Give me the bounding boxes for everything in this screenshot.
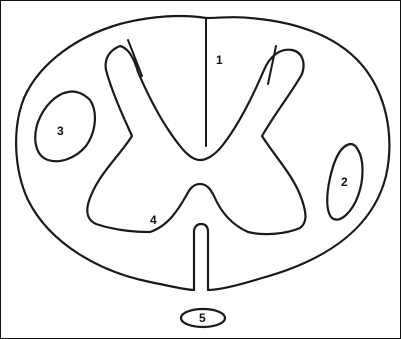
label-4: 4 [150, 213, 157, 227]
outer-boundary [16, 16, 389, 290]
label-1: 1 [216, 53, 223, 67]
dorsal-root-line-left [128, 40, 142, 76]
gray-matter [87, 46, 305, 234]
label-5: 5 [199, 311, 206, 325]
region-3-outline [35, 91, 95, 161]
dorsal-root-line-right [268, 46, 276, 84]
label-2: 2 [341, 175, 348, 189]
label-3: 3 [57, 124, 64, 138]
